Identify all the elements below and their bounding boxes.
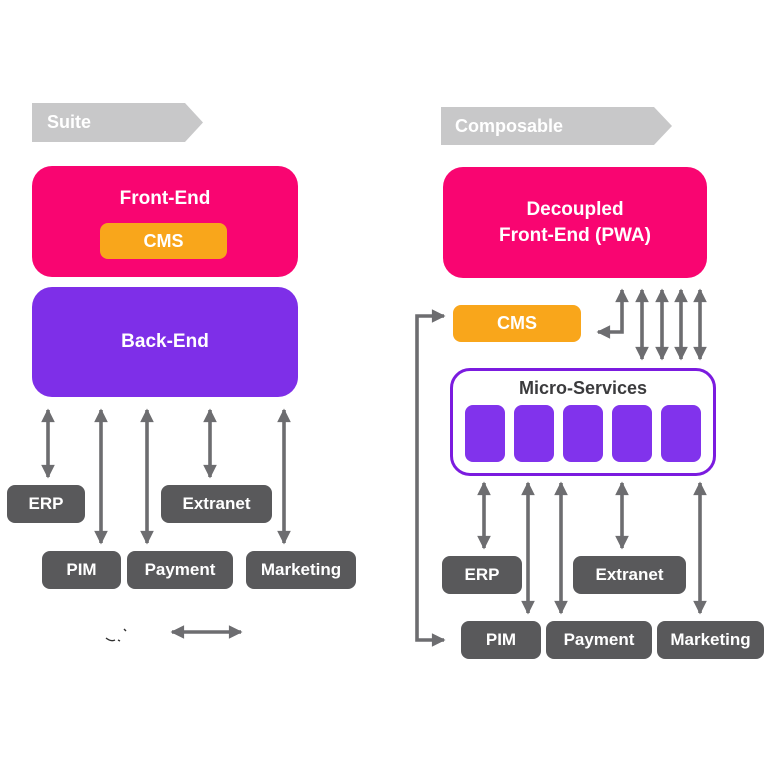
- service-box-pim-left: PIM: [42, 551, 121, 589]
- micro-services-squares: [453, 405, 713, 462]
- cms-box-right: CMS: [453, 305, 581, 342]
- back-end-box: Back-End: [32, 287, 298, 397]
- payment-label-left: Payment: [144, 560, 216, 579]
- service-box-marketing-right: Marketing: [657, 621, 764, 659]
- cms-label-left: CMS: [143, 230, 184, 251]
- service-box-extranet-right: Extranet: [573, 556, 686, 594]
- marketing-label-left: Marketing: [260, 560, 342, 579]
- service-box-payment-right: Payment: [546, 621, 652, 659]
- back-end-label: Back-End: [121, 331, 209, 352]
- composable-banner-label: Composable: [455, 115, 564, 136]
- front-end-label: Front-End: [119, 188, 211, 209]
- payment-label-right: Payment: [563, 630, 635, 649]
- cms-box-left: CMS: [100, 223, 227, 259]
- suite-banner: Suite: [32, 103, 203, 142]
- service-box-erp-right: ERP: [442, 556, 522, 594]
- micro-service-tile: [514, 405, 554, 462]
- erp-label-right: ERP: [464, 565, 500, 584]
- extranet-label-left: Extranet: [182, 494, 251, 513]
- erp-label-left: ERP: [28, 494, 64, 513]
- cms-pim-elbow-arrow: [415, 309, 446, 647]
- micro-service-tile: [612, 405, 652, 462]
- service-box-pim-right: PIM: [461, 621, 541, 659]
- composable-banner: Composable: [441, 107, 672, 145]
- pim-label-right: PIM: [485, 630, 517, 649]
- micro-service-tile: [661, 405, 701, 462]
- micro-service-tile: [563, 405, 603, 462]
- pwa-cms-elbow-arrow: [596, 288, 629, 339]
- pim-label-left: PIM: [66, 560, 97, 579]
- decoupled-front-end-box: Decoupled Front-End (PWA): [443, 167, 707, 278]
- micro-service-tile: [465, 405, 505, 462]
- pwa-label-line1: Decoupled: [526, 198, 624, 220]
- service-box-extranet-left: Extranet: [161, 485, 272, 523]
- extranet-label-right: Extranet: [595, 565, 664, 584]
- marketing-label-right: Marketing: [670, 630, 751, 649]
- micro-services-label: Micro-Services: [518, 378, 648, 398]
- suite-banner-label: Suite: [47, 112, 92, 132]
- front-end-box: Front-End CMS: [32, 166, 298, 277]
- pwa-label-line2: Front-End (PWA): [499, 224, 651, 246]
- service-box-payment-left: Payment: [127, 551, 233, 589]
- service-box-marketing-left: Marketing: [246, 551, 356, 589]
- cms-label-right: CMS: [497, 313, 537, 333]
- micro-services-box: Micro-Services: [450, 368, 716, 476]
- small-ink-mark: [105, 628, 127, 642]
- service-box-erp-left: ERP: [7, 485, 85, 523]
